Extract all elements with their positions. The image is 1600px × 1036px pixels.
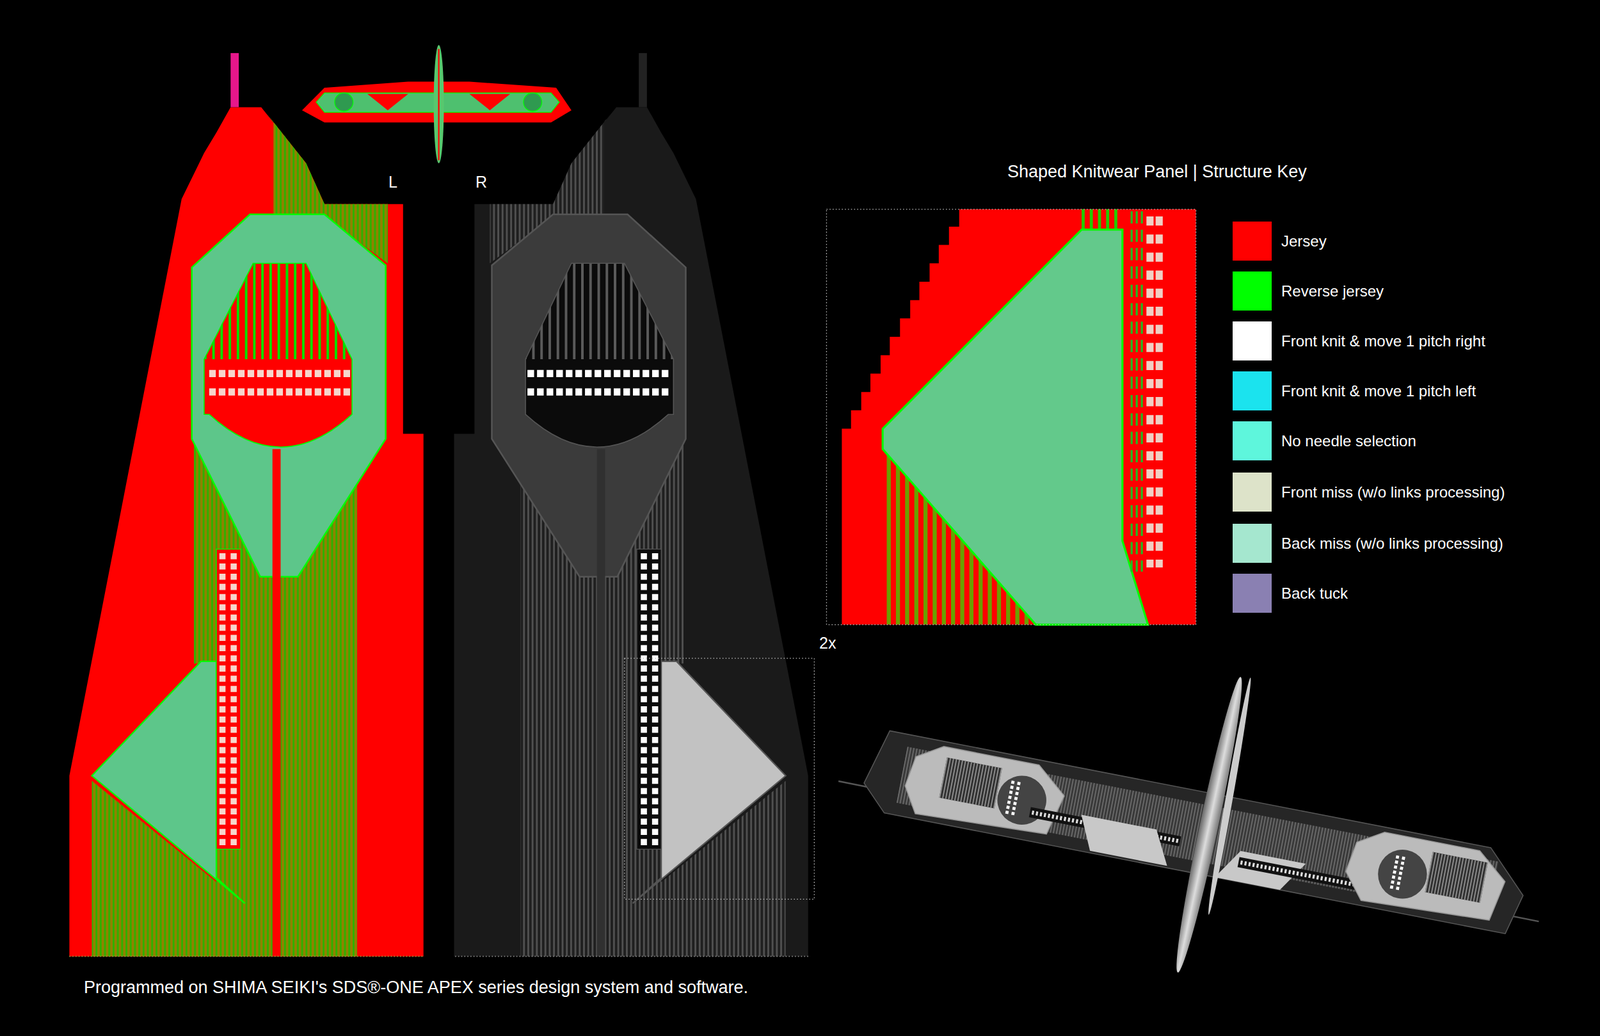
legend-label: Back miss (w/o links processing) bbox=[1281, 534, 1504, 553]
panel-label: L bbox=[388, 172, 398, 192]
caption: Programmed on SHIMA SEIKI's SDS®-ONE APE… bbox=[83, 977, 749, 998]
legend-swatch bbox=[1232, 421, 1272, 461]
legend-label: Reverse jersey bbox=[1281, 282, 1384, 301]
zoom-inset bbox=[826, 209, 1196, 625]
legend-label: Jersey bbox=[1281, 232, 1327, 251]
panel-label: 2x bbox=[819, 633, 836, 653]
legend-swatch bbox=[1232, 573, 1272, 613]
legend-swatch bbox=[1232, 271, 1272, 311]
key-title: Shaped Knitwear Panel | Structure Key bbox=[1007, 161, 1307, 182]
legend-label: Front knit & move 1 pitch right bbox=[1281, 332, 1486, 351]
legend-label: Front miss (w/o links processing) bbox=[1281, 483, 1505, 502]
legend-swatch bbox=[1232, 321, 1272, 361]
legend-swatch bbox=[1232, 221, 1272, 261]
render-spindle bbox=[1168, 674, 1254, 975]
legend-label: Back tuck bbox=[1281, 584, 1348, 603]
flat-view bbox=[302, 44, 572, 164]
right-panel bbox=[449, 53, 817, 957]
legend-label: Front knit & move 1 pitch left bbox=[1281, 382, 1476, 400]
legend-label: No needle selection bbox=[1281, 432, 1417, 450]
legend-swatch bbox=[1232, 523, 1272, 563]
legend-swatch bbox=[1232, 371, 1272, 411]
panel-label: R bbox=[475, 172, 488, 192]
zoom-callout bbox=[624, 657, 815, 899]
legend-swatch bbox=[1232, 472, 1272, 512]
left-panel bbox=[61, 53, 429, 957]
